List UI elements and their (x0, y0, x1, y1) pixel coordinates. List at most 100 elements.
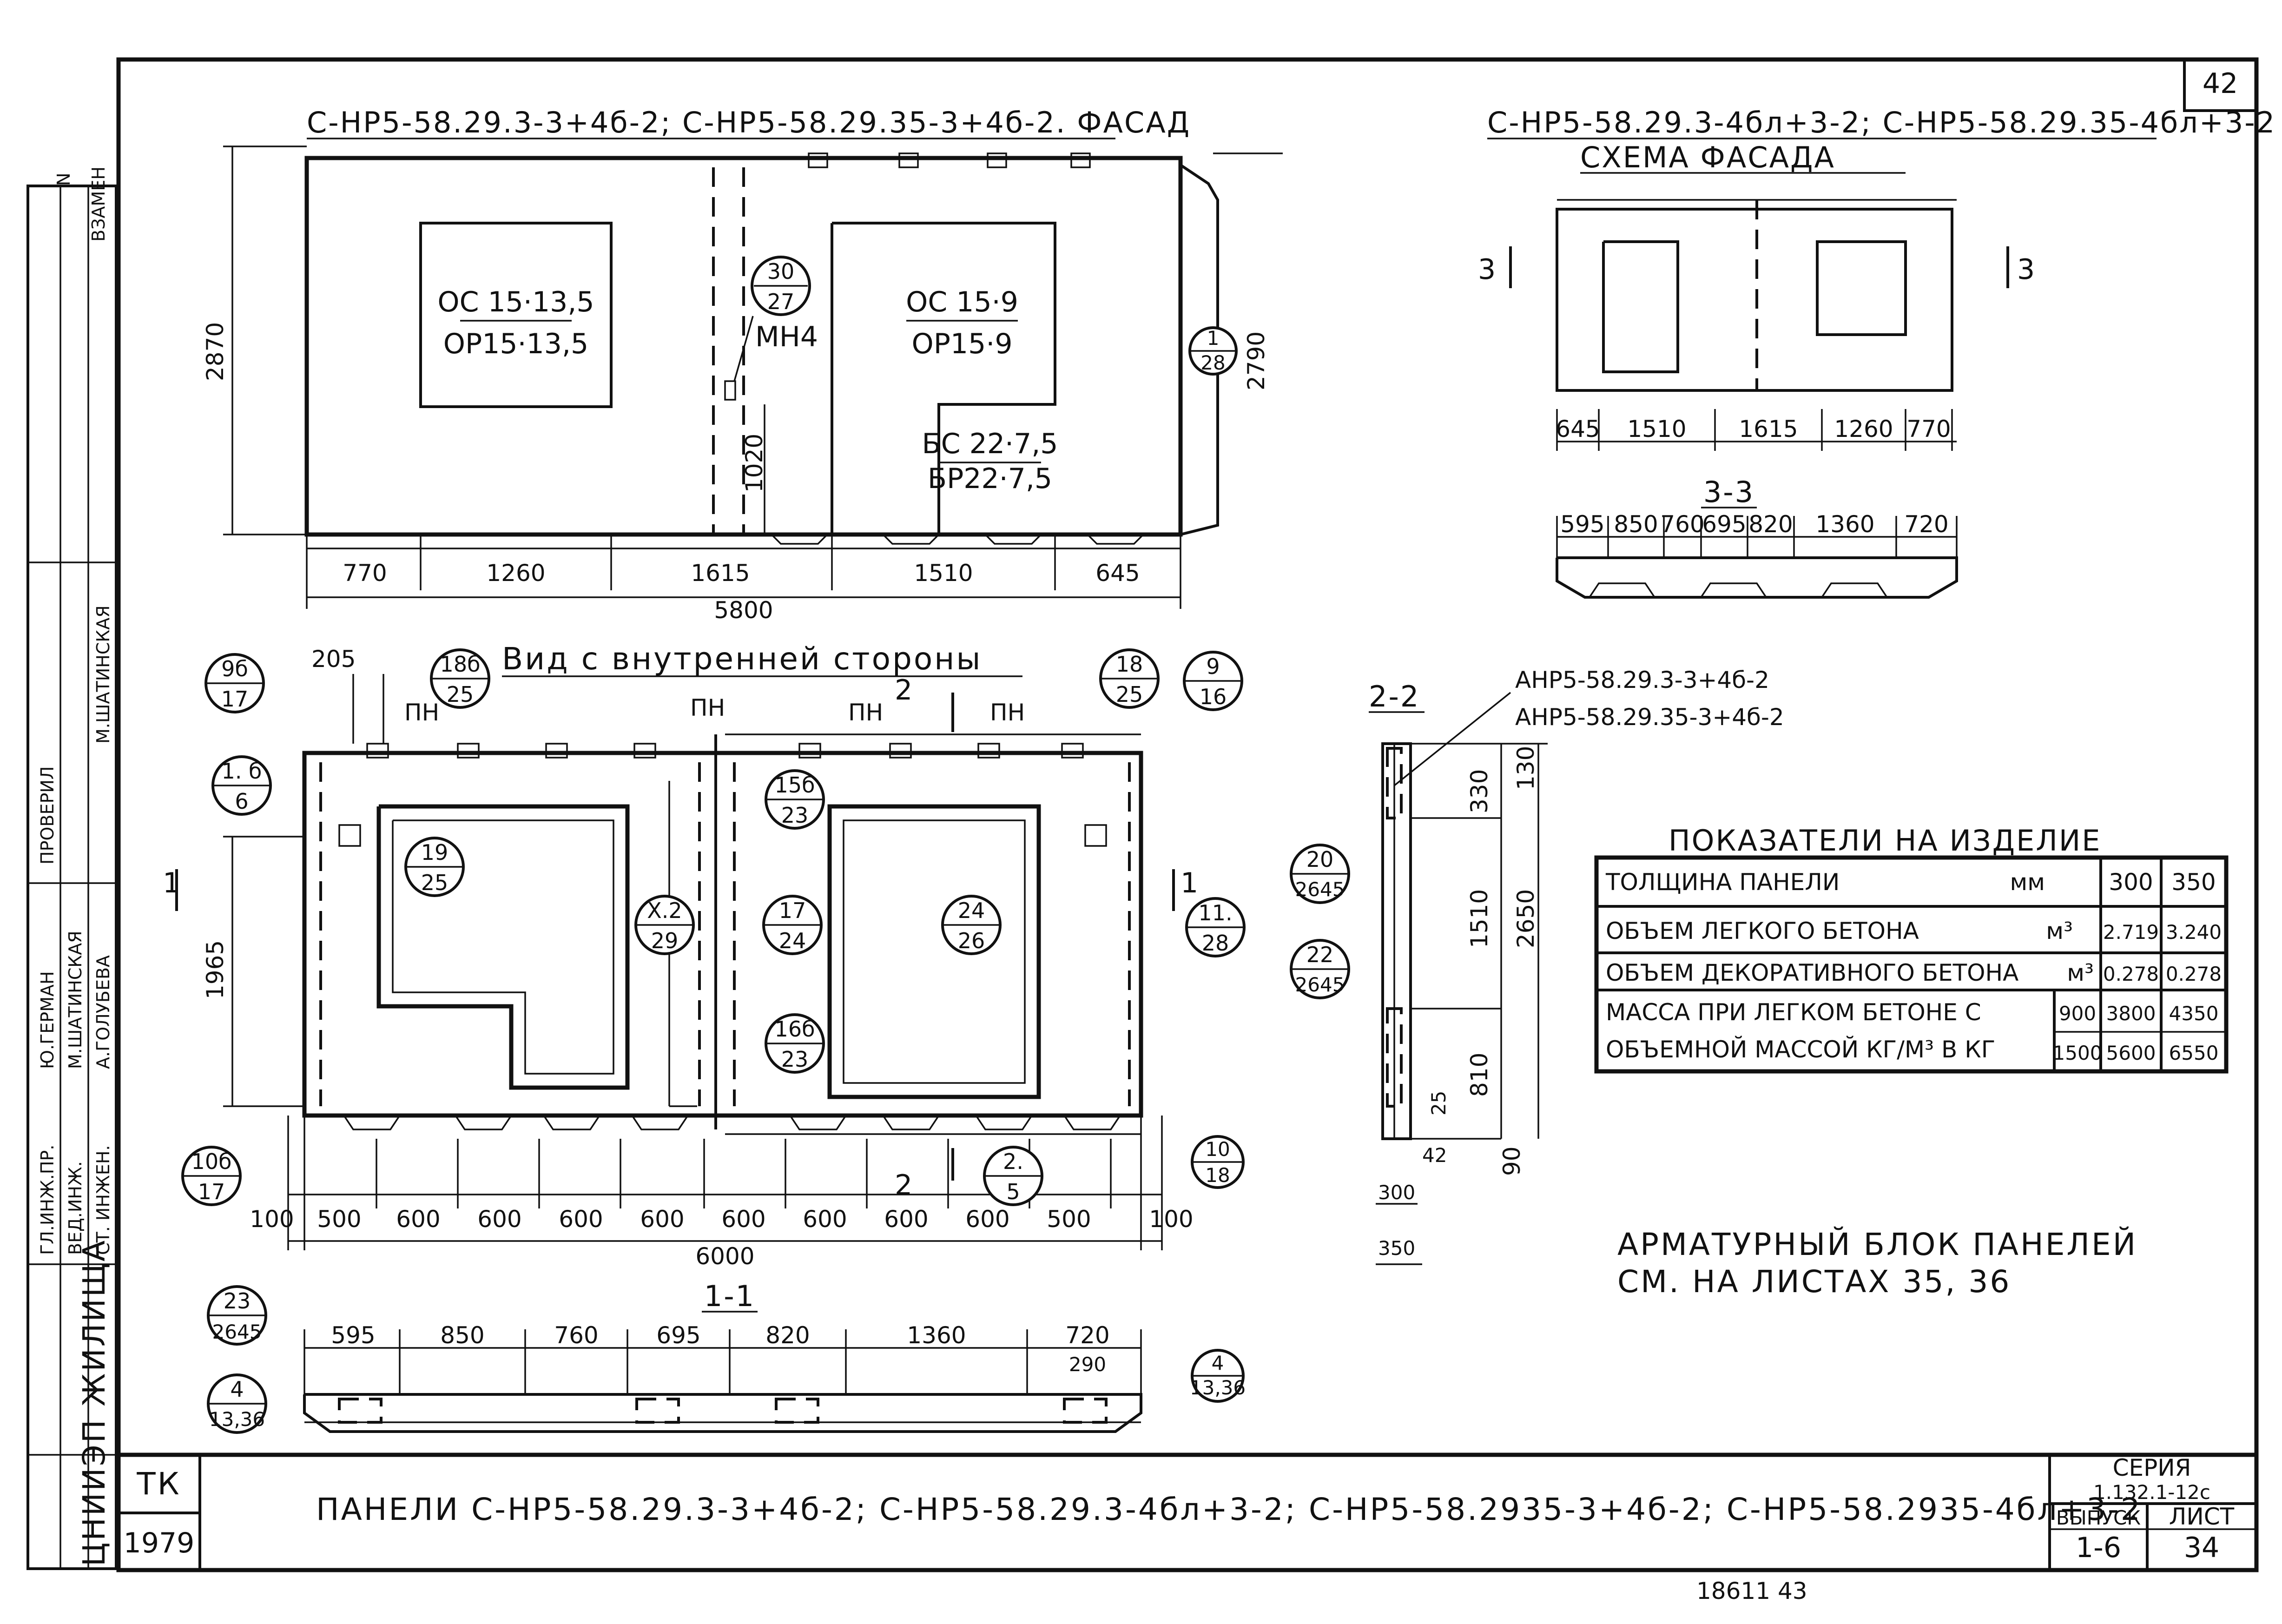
indicator-mass-name-1: МАССА ПРИ ЛЕГКОМ БЕТОНЕ С (1606, 999, 1981, 1026)
svg-text:4: 4 (1212, 1352, 1224, 1374)
svg-text:1. б: 1. б (222, 759, 262, 784)
svg-text:9: 9 (1206, 654, 1220, 679)
title-block: ТК 1979 ПАНЕЛИ С-НР5-58.29.3-3+4б-2; С-Н… (119, 1452, 2256, 1570)
svg-text:2645: 2645 (212, 1320, 262, 1343)
title-series-value: 1.132.1-12с (2093, 1481, 2210, 1504)
section-3-3-dim-7: 720 (1904, 511, 1948, 538)
facade-mn4-label: МН4 (755, 321, 818, 353)
scheme-subtitle: СХЕМА ФАСАДА (1580, 140, 1835, 174)
section-3-3-dim-3: 760 (1660, 511, 1704, 538)
facade-dim-3: 1615 (691, 560, 750, 587)
section-2-2-label-1: АНР5-58.29.3-3+4б-2 (1515, 667, 1769, 693)
svg-text:18б: 18б (440, 652, 481, 677)
footer-number: 18611 43 (1696, 1578, 1807, 1604)
inner-dim-7: 600 (721, 1206, 765, 1233)
facade-callout-a-top: 30 (767, 259, 795, 284)
section-2-2-label-2: АНР5-58.29.35-3+4б-2 (1515, 704, 1784, 731)
scheme-dim-1: 645 (1556, 416, 1600, 442)
svg-text:24: 24 (958, 898, 985, 923)
stamp-checked: ПРОВЕРИЛ (37, 766, 58, 865)
inner-dim-5: 600 (559, 1206, 603, 1233)
indicator-row-1-name: ТОЛЩИНА ПАНЕЛИ (1605, 869, 1840, 896)
facade-window-right-label-1: ОС 15·9 (906, 286, 1018, 318)
indicator-row-1-v2: 350 (2171, 869, 2216, 896)
stamp-name-2: М.ШАТИНСКАЯ (65, 931, 86, 1069)
sheet-number: 42 (2203, 67, 2238, 100)
facade-door-label-2: БР22·7,5 (928, 462, 1052, 495)
stamp-role-2: ВЕД.ИНЖ. (65, 1161, 86, 1255)
inner-dim-4: 600 (477, 1206, 521, 1233)
section-2-2-dim-350: 350 (1378, 1237, 1415, 1260)
indicator-row-3-v1: 0.278 (2103, 963, 2159, 985)
indicators-table: ПОКАЗАТЕЛИ НА ИЗДЕЛИЕ ТОЛЩИНА ПАНЕЛИ мм … (1594, 824, 2229, 1074)
indicator-row-3-name: ОБЪЕМ ДЕКОРАТИВНОГО БЕТОНА (1606, 959, 2018, 986)
section-1-1-dim-5: 820 (765, 1322, 810, 1349)
inner-dim-8: 600 (803, 1206, 847, 1233)
section-2-2: 2-2 АНР5-58.29.3-3+4б-2 АНР5-58.29.35-3+… (1290, 667, 1784, 1265)
title-issue-value: 1-6 (2076, 1532, 2121, 1564)
section-2-2-title: 2-2 (1369, 680, 1420, 713)
section-2-2-dim-300: 300 (1378, 1181, 1415, 1204)
svg-text:16: 16 (1200, 684, 1227, 709)
svg-text:17: 17 (198, 1179, 225, 1204)
scheme-view: С-НР5-58.29.3-4бл+3-2; С-НР5-58.29.35-4б… (1478, 106, 2276, 451)
svg-text:19: 19 (421, 840, 448, 865)
svg-text:23: 23 (781, 1047, 809, 1072)
section-1-1-dim-2: 850 (440, 1322, 484, 1349)
svg-text:13,36: 13,36 (1190, 1376, 1246, 1399)
facade-door-label-1: БС 22·7,5 (922, 428, 1058, 460)
indicator-row-2-v2: 3.240 (2166, 921, 2222, 944)
facade-view: С-НР5-58.29.3-3+4б-2; С-НР5-58.29.35-3+4… (202, 106, 1283, 624)
indicator-mass-1-v1: 3800 (2106, 1002, 2156, 1025)
callout-11-28: 11.28 (1185, 897, 1246, 957)
callout-9-16: 916 (1183, 651, 1243, 711)
indicator-row-3-v2: 0.278 (2166, 963, 2222, 985)
section-1-1-dim-4: 695 (656, 1322, 700, 1349)
svg-text:10: 10 (1205, 1138, 1230, 1161)
svg-text:26: 26 (958, 928, 985, 953)
title-year: 1979 (124, 1527, 195, 1559)
svg-text:2645: 2645 (1295, 973, 1345, 996)
svg-text:X.2: X.2 (647, 898, 682, 923)
stamp-n: N (53, 173, 74, 186)
facade-window-right-label-2: ОР15·9 (911, 328, 1012, 360)
indicator-row-2-name: ОБЪЕМ ЛЕГКОГО БЕТОНА (1606, 918, 1919, 944)
inner-dim-3: 600 (396, 1206, 440, 1233)
section-3-3-dim-6: 1360 (1815, 511, 1874, 538)
sheet-frame (116, 57, 2259, 1572)
stamp-name-1: Ю.ГЕРМАН (37, 971, 58, 1069)
section-2-2-dim-25: 25 (1427, 1091, 1450, 1116)
facade-callout-b-bottom: 28 (1200, 351, 1225, 374)
section-3-3-dim-2: 850 (1614, 511, 1658, 538)
section-3-3-dim-5: 820 (1748, 511, 1793, 538)
title-sheet-value: 34 (2184, 1532, 2219, 1564)
facade-dim-1: 770 (343, 560, 387, 587)
scheme-dim-5: 770 (1906, 416, 1951, 442)
indicator-row-2-v1: 2.719 (2103, 921, 2159, 944)
scheme-title: С-НР5-58.29.3-4бл+3-2; С-НР5-58.29.35-4б… (1487, 106, 2276, 139)
inner-dim-9: 600 (884, 1206, 928, 1233)
callout-4-1336-left: 413,36 (207, 1373, 267, 1434)
indicator-row-3-unit: м³ (2067, 959, 2094, 986)
facade-dim-2: 1260 (486, 560, 545, 587)
facade-window-left-label-2: ОР15·13,5 (443, 328, 588, 360)
section-1-1-dim-3: 760 (554, 1322, 598, 1349)
scheme-dim-3: 1615 (1739, 416, 1798, 442)
indicator-mass-name-2: ОБЪЕМНОЙ МАССОЙ КГ/М³ В КГ (1606, 1036, 1995, 1063)
section-1-1: 1-1 595 850 760 695 820 1360 720 290 232… (207, 1279, 1246, 1434)
section-3-3-dim-4: 695 (1702, 511, 1746, 538)
svg-text:23: 23 (781, 803, 809, 828)
facade-dim-height: 2870 (202, 322, 229, 381)
section-1-1-dim-290: 290 (1069, 1353, 1106, 1376)
inner-section-mark-2-bottom: 2 (895, 1169, 912, 1201)
